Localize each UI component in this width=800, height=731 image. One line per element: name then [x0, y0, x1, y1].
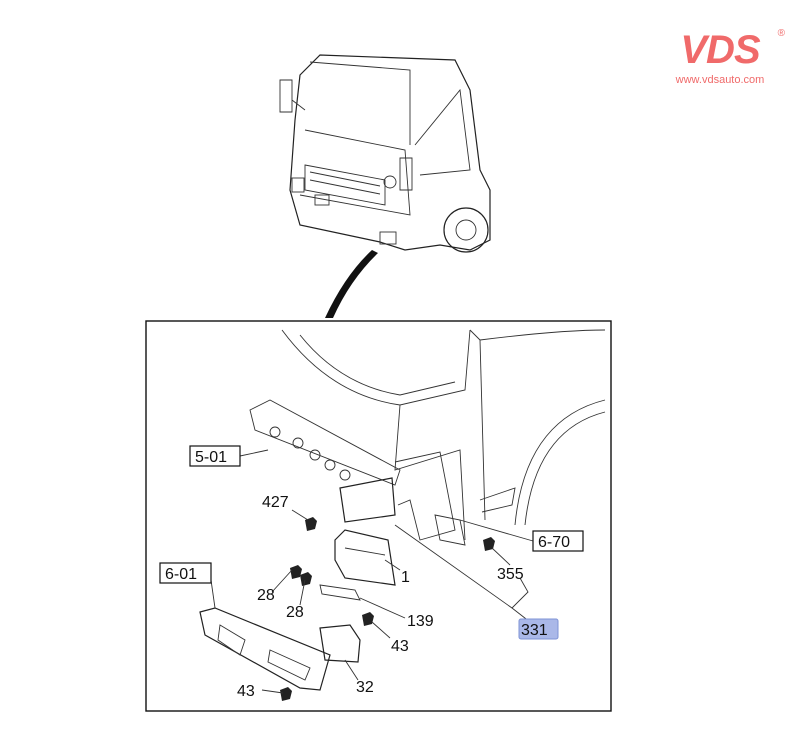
callout-32[interactable]: 32 — [356, 679, 374, 696]
registered-mark: ® — [777, 28, 785, 39]
callout-28-b[interactable]: 28 — [286, 604, 304, 621]
logo-url: www.vdsauto.com — [675, 74, 765, 86]
ref-box-5-01 — [189, 445, 241, 467]
callout-28-a[interactable]: 28 — [257, 587, 275, 604]
callout-355[interactable]: 355 — [497, 566, 524, 583]
ref-box-6-70 — [532, 530, 584, 552]
logo-brand: VDS — [680, 28, 760, 72]
detail-drawing — [199, 329, 606, 701]
leader-lines — [210, 449, 534, 694]
truck-overview-drawing — [279, 54, 491, 318]
callout-ref-5-01[interactable]: 5-01 — [195, 449, 227, 466]
callout-43-b[interactable]: 43 — [237, 683, 255, 700]
callout-139[interactable]: 139 — [407, 613, 434, 630]
vds-logo: VDS ® www.vdsauto.com — [655, 28, 785, 86]
callout-1[interactable]: 1 — [401, 569, 410, 586]
callout-427[interactable]: 427 — [262, 494, 289, 511]
ref-box-6-01 — [159, 562, 212, 584]
detail-frame — [145, 320, 612, 712]
highlight-331 — [518, 618, 559, 640]
callout-ref-6-01[interactable]: 6-01 — [165, 566, 197, 583]
callout-ref-6-70[interactable]: 6-70 — [538, 534, 570, 551]
callout-331[interactable]: 331 — [521, 622, 548, 639]
callout-43-a[interactable]: 43 — [391, 638, 409, 655]
